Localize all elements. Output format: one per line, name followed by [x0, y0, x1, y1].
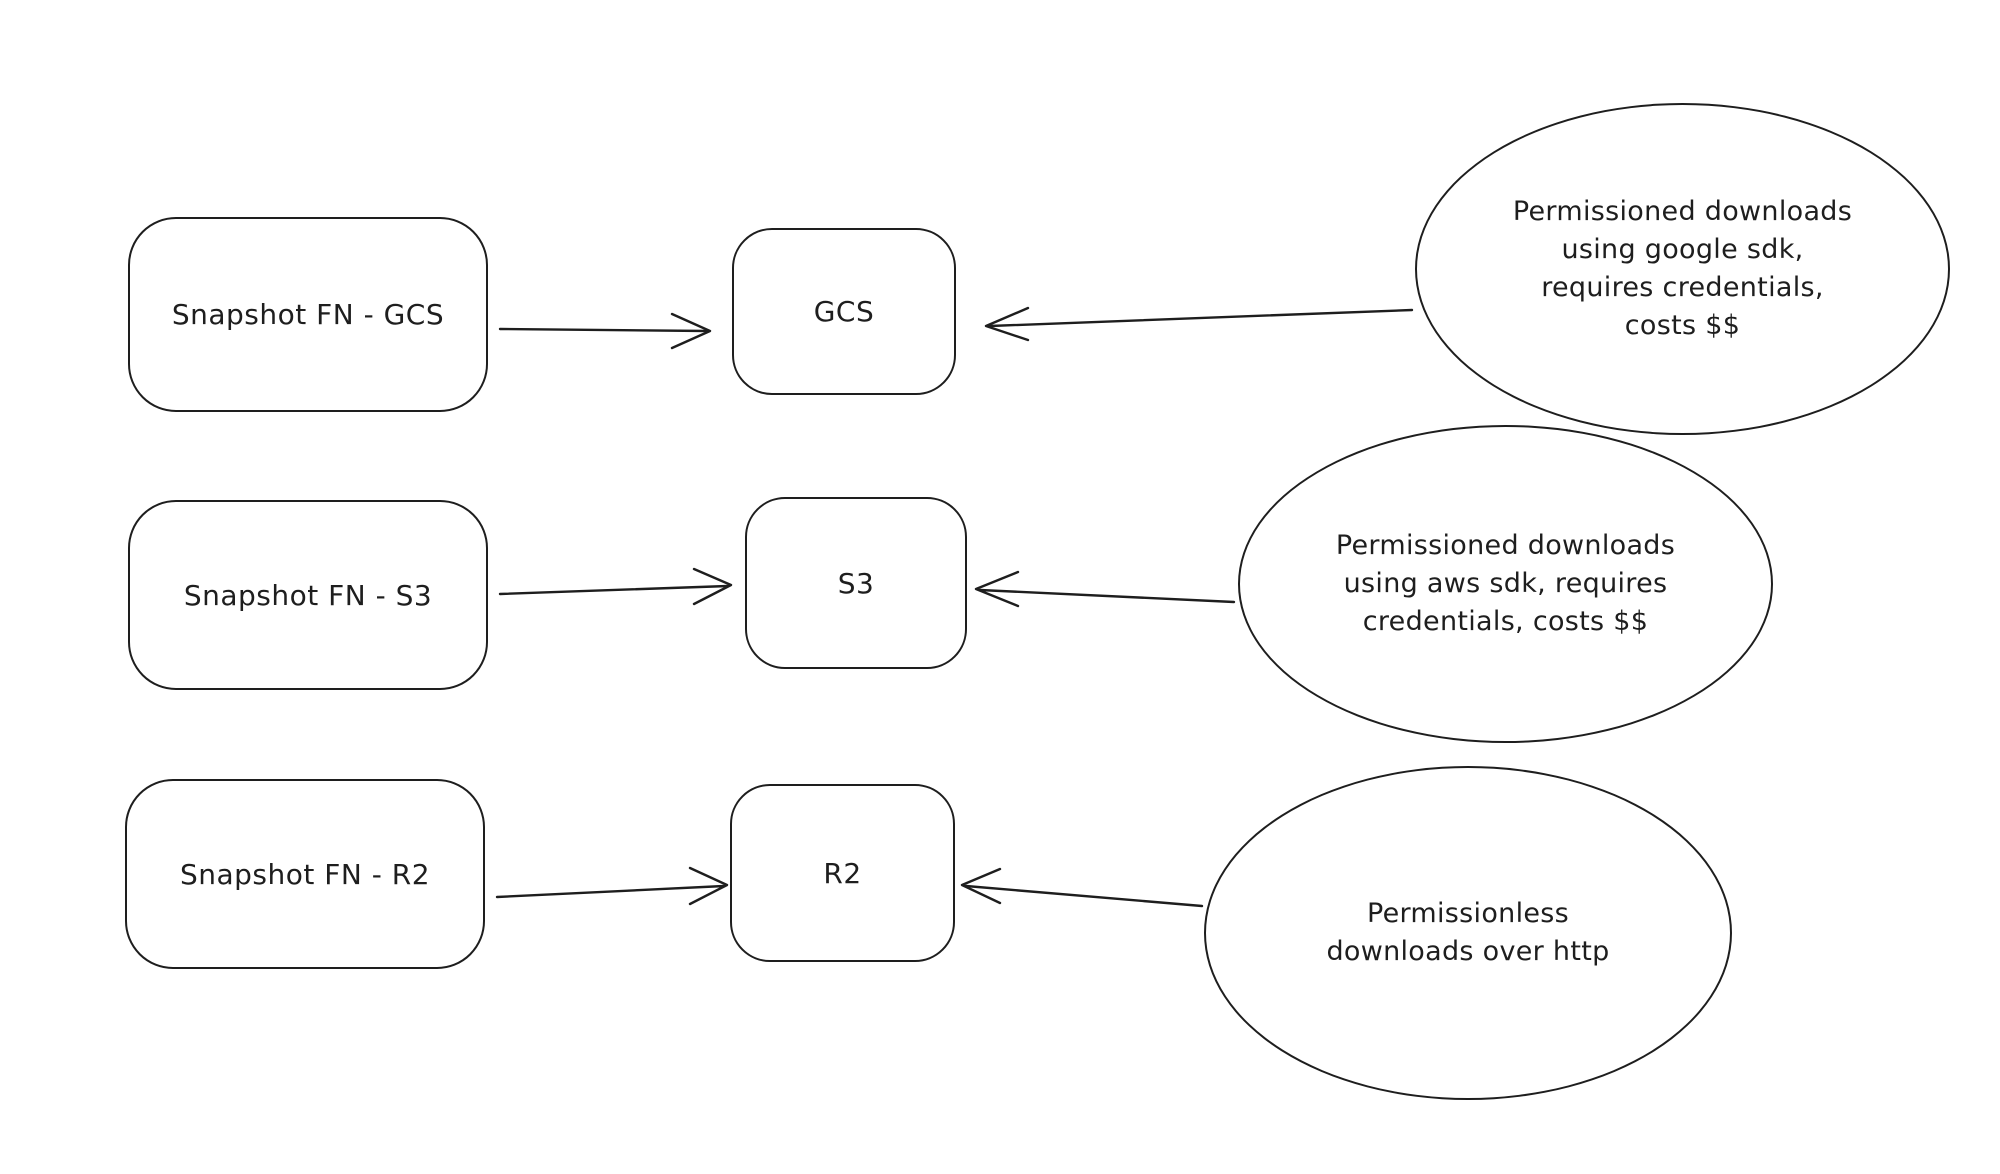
arrow-snapshot-fn-gcs-to-gcs: [498, 312, 712, 350]
node-snapshot-fn-s3-label: Snapshot FN - S3: [183, 578, 433, 612]
node-s3: S3: [745, 497, 967, 669]
node-snapshot-fn-s3: Snapshot FN - S3: [128, 500, 488, 690]
note-ellipse-s3: Permissioned downloads using aws sdk, re…: [1238, 425, 1773, 743]
node-s3-label: S3: [837, 566, 875, 600]
node-snapshot-fn-gcs: Snapshot FN - GCS: [128, 217, 488, 412]
arrow-snapshot-fn-s3-to-s3: [498, 567, 733, 606]
node-gcs: GCS: [732, 228, 956, 395]
node-gcs-label: GCS: [813, 295, 875, 328]
arrow-note-r2-to-r2: [960, 867, 1204, 908]
arrow-snapshot-fn-r2-to-r2: [495, 866, 729, 906]
node-snapshot-fn-r2-label: Snapshot FN - R2: [179, 857, 431, 891]
node-snapshot-fn-gcs-label: Snapshot FN - GCS: [171, 298, 445, 331]
note-ellipse-gcs: Permissioned downloads using google sdk,…: [1415, 103, 1950, 435]
node-r2: R2: [730, 784, 955, 962]
arrow-note-s3-to-s3: [974, 570, 1236, 608]
note-s3-text: Permissioned downloads using aws sdk, re…: [1335, 530, 1676, 637]
note-gcs-text: Permissioned downloads using google sdk,…: [1512, 196, 1853, 341]
arrow-note-gcs-to-gcs: [984, 306, 1414, 342]
node-r2-label: R2: [823, 856, 862, 890]
node-snapshot-fn-r2: Snapshot FN - R2: [125, 779, 485, 969]
note-r2-text: Permissionless downloads over http: [1326, 898, 1610, 967]
note-ellipse-r2: Permissionless downloads over http: [1204, 766, 1732, 1100]
